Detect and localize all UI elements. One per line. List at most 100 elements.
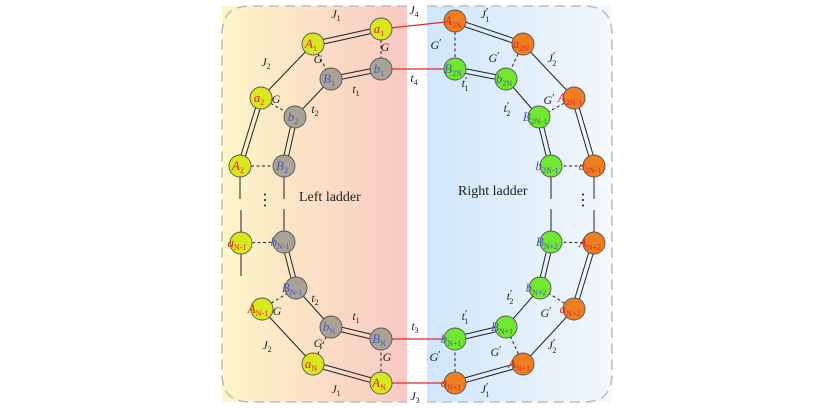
site-circle xyxy=(527,105,551,129)
site-circle xyxy=(369,17,393,41)
site-circle xyxy=(494,67,518,91)
site-circle xyxy=(528,276,552,300)
bond-a2N-A2N1 xyxy=(522,43,575,99)
site-circle xyxy=(301,352,325,376)
site-aN: aN xyxy=(301,352,325,376)
site-a1: a1 xyxy=(369,17,393,41)
bond-label-J4: J4 xyxy=(409,3,418,19)
bond-label-Jp2_a: J′2 xyxy=(548,50,557,68)
site-bN: bN xyxy=(319,315,343,339)
site-b2: b2 xyxy=(283,105,307,129)
site-aNp1: aN+1 xyxy=(441,371,467,395)
site-circle xyxy=(369,57,393,81)
left-ladder-label: Left ladder xyxy=(299,190,361,205)
site-circle xyxy=(443,327,467,351)
bond-A2N-a2N-line xyxy=(454,22,523,47)
site-circle xyxy=(301,32,325,56)
bond-label-t2_top: t2 xyxy=(311,102,318,118)
site-a2: a2 xyxy=(249,86,273,110)
site-circle xyxy=(443,9,467,33)
bond-label-t3: t3 xyxy=(411,319,418,335)
site-circle xyxy=(284,276,308,300)
bond-label-G_aNbN: G xyxy=(314,336,323,350)
bond-label-Gp_top: G′ xyxy=(430,37,441,52)
bond-label-Jp1_top: J′1 xyxy=(481,6,490,24)
bond-label-G_AN1BN1: G xyxy=(273,304,282,318)
site-BN1: BN-1 xyxy=(282,276,308,300)
bond-ANp2-aNp2-line xyxy=(571,242,593,309)
site-label: B1 xyxy=(323,71,335,88)
bond-label-G_a2b2: G xyxy=(272,92,281,106)
site-circle xyxy=(249,86,273,110)
bond-a1-A2N-line xyxy=(380,20,456,30)
bond-label-tp1_top: t′1 xyxy=(462,75,469,93)
bond-a1-A2N xyxy=(380,20,456,30)
site-circle xyxy=(582,154,606,178)
bond-aNp2-ANp1 xyxy=(522,308,575,365)
bond-A2N1-a2N1 xyxy=(571,97,597,167)
site-circle xyxy=(283,105,307,129)
site-circle xyxy=(443,57,467,81)
site-AN: AN xyxy=(369,371,393,395)
bond-a2N-A2N1-line xyxy=(522,43,575,99)
site-circle xyxy=(443,371,467,395)
site-circle xyxy=(511,32,535,56)
bond-AN1-aN xyxy=(261,308,314,365)
left-ellipsis: ⋮ xyxy=(257,192,273,209)
bond-label-tp2_top: t′2 xyxy=(504,100,511,118)
site-a2N1: a2N-1 xyxy=(579,154,606,178)
site-bN1: bN-1 xyxy=(271,230,296,254)
site-BNp2: BN+2 xyxy=(536,230,563,254)
bond-aNp2-ANp1-line xyxy=(522,308,575,365)
site-circle xyxy=(319,67,343,91)
site-circle xyxy=(539,154,563,178)
bond-a1-A1 xyxy=(312,26,382,47)
site-bNp1: bN+1 xyxy=(441,327,467,351)
site-b1: b1 xyxy=(369,57,393,81)
site-aNp2: aN+2 xyxy=(560,297,586,321)
bond-label-tp2_bot: t′2 xyxy=(507,288,514,306)
bond-a2-A2-line xyxy=(241,98,264,167)
bond-A2N1-a2N1-line xyxy=(575,97,597,166)
site-circle xyxy=(272,154,296,178)
right-ladder-label: Right ladder xyxy=(458,184,528,199)
site-ANp1: AN+1 xyxy=(507,352,535,376)
bond-label-Gp_ANp1: G′ xyxy=(490,344,501,359)
site-bNp2: bN+2 xyxy=(526,276,552,300)
site-circle xyxy=(319,315,343,339)
site-label: b1 xyxy=(374,61,385,78)
bond-label-t4: t4 xyxy=(410,71,417,87)
site-label: a1 xyxy=(374,21,385,38)
bond-a1-A1-line xyxy=(312,26,381,43)
bond-label-J3: J3 xyxy=(410,389,419,405)
site-B2: B2 xyxy=(272,154,296,178)
bond-label-J2_a: J2 xyxy=(261,55,270,71)
bond-label-J1_top: J1 xyxy=(331,7,340,23)
bond-AN1-aN-line xyxy=(261,308,314,365)
bond-label-Gp_aNp2: G′ xyxy=(540,305,551,320)
site-circle xyxy=(511,352,535,376)
site-label: a2 xyxy=(254,90,265,107)
site-BN: BN xyxy=(369,327,393,351)
bond-A2N-a2N-line xyxy=(455,18,524,43)
bond-A2N1-a2N1-line xyxy=(571,98,593,167)
site-circle xyxy=(582,231,606,255)
bond-label-t2_bot: t2 xyxy=(311,291,318,307)
site-BNp1: BN+1 xyxy=(491,315,518,339)
site-circle xyxy=(539,230,563,254)
site-circle xyxy=(250,297,274,321)
site-B2N: B2N xyxy=(443,57,467,81)
site-circle xyxy=(229,231,253,255)
site-AN1: AN-1 xyxy=(247,297,274,321)
site-ANp2: AN+2 xyxy=(578,231,606,255)
bond-aN-AN-line xyxy=(313,361,382,382)
bond-A1-a2-line xyxy=(260,43,314,99)
site-A2: A2 xyxy=(228,154,252,178)
bond-a1-A1-line xyxy=(313,30,382,47)
bond-label-Gp_a2N: G′ xyxy=(488,50,499,65)
site-a2N: a2N xyxy=(511,32,535,56)
site-A2N1: A2N-1 xyxy=(557,86,586,110)
